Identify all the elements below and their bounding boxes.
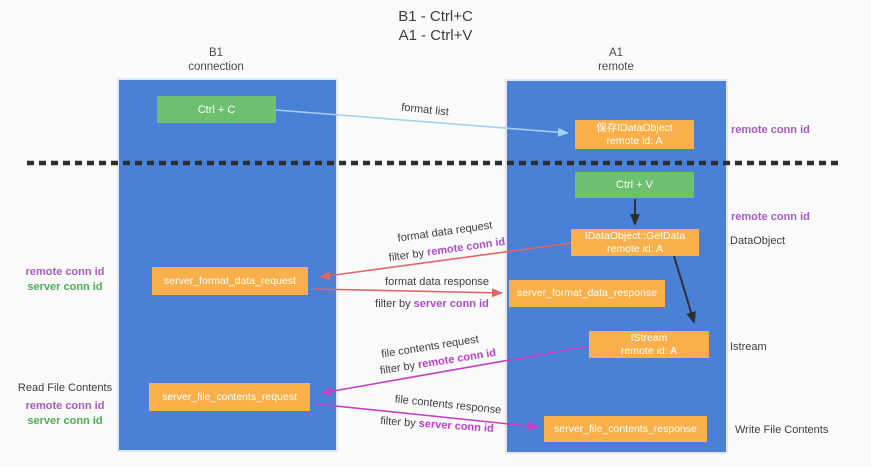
left-format-server-conn-id: server conn id — [27, 281, 103, 293]
box-server-file-contents-request: server_file_contents_request — [149, 383, 310, 411]
title-line-2: A1 - Ctrl+V — [398, 27, 473, 44]
format-data-response-arrow — [312, 288, 503, 298]
dataobject-label: DataObject — [730, 235, 786, 247]
lane-a1-name: A1 — [608, 47, 624, 59]
box-ctrl-v: Ctrl + V — [575, 172, 694, 198]
box-getdata-line2: remote id: A — [606, 242, 664, 255]
box-istream: IStream remote id: A — [589, 331, 709, 358]
box-file-request-label: server_file_contents_request — [162, 390, 297, 403]
box-server-format-data-request: server_format_data_request — [152, 267, 308, 295]
istream-label: Istream — [730, 341, 767, 353]
server-conn-id-key: server conn id — [413, 298, 489, 310]
write-file-contents-label: Write File Contents — [735, 424, 829, 436]
read-file-contents-label: Read File Contents — [17, 382, 113, 394]
lane-b1-name: B1 — [208, 47, 224, 59]
format-data-response-filter-label: filter by server conn id — [375, 298, 489, 310]
left-format-remote-conn-id: remote conn id — [25, 266, 105, 278]
box-istream-line2: remote id: A — [620, 344, 678, 357]
diagram-title: B1 - Ctrl+C A1 - Ctrl+V — [0, 7, 871, 45]
box-file-response-label: server_file_contents_response — [553, 422, 697, 435]
lane-header-b1: B1 connection — [156, 46, 276, 74]
format-data-response-label: format data response — [385, 276, 489, 288]
format-list-arrow — [275, 109, 569, 137]
box-format-response-label: server_format_data_response — [516, 287, 658, 299]
box-server-format-data-response: server_format_data_response — [509, 280, 665, 307]
box-format-request-label: server_format_data_request — [164, 274, 296, 287]
box-getdata-line1: IDataObject::GetData — [584, 229, 686, 242]
lane-b1-role: connection — [188, 61, 244, 73]
box-idataobject-getdata: IDataObject::GetData remote id: A — [571, 229, 699, 256]
lane-header-a1: A1 remote — [556, 46, 676, 74]
box-save-idataobject-line2: remote id: A — [606, 134, 663, 147]
right-top-remote-conn-id: remote conn id — [731, 124, 810, 136]
format-data-request-arrow — [319, 242, 572, 281]
box-ctrl-c-label: Ctrl + C — [197, 103, 236, 116]
file-contents-response-arrow — [315, 403, 539, 431]
box-istream-line1: IStream — [630, 331, 668, 344]
left-file-remote-conn-id: remote conn id — [25, 400, 105, 412]
box-save-idataobject-line1: 保存IDataObject — [596, 121, 673, 134]
right-mid-remote-conn-id: remote conn id — [731, 211, 810, 223]
getdata-to-istream-arrow — [673, 255, 696, 324]
left-format-conn-ids: remote conn id server conn id — [15, 265, 115, 295]
file-contents-request-arrow — [321, 345, 590, 396]
left-file-annotations: Read File Contents remote conn id server… — [10, 381, 120, 429]
box-ctrl-v-label: Ctrl + V — [616, 179, 653, 191]
title-line-1: B1 - Ctrl+C — [398, 8, 473, 25]
box-server-file-contents-response: server_file_contents_response — [544, 416, 707, 442]
lane-a1-role: remote — [598, 61, 634, 73]
filter-by-text: filter by — [375, 298, 414, 310]
left-file-server-conn-id: server conn id — [27, 415, 103, 427]
box-save-idataobject: 保存IDataObject remote id: A — [575, 120, 694, 149]
box-ctrl-c: Ctrl + C — [157, 96, 276, 123]
